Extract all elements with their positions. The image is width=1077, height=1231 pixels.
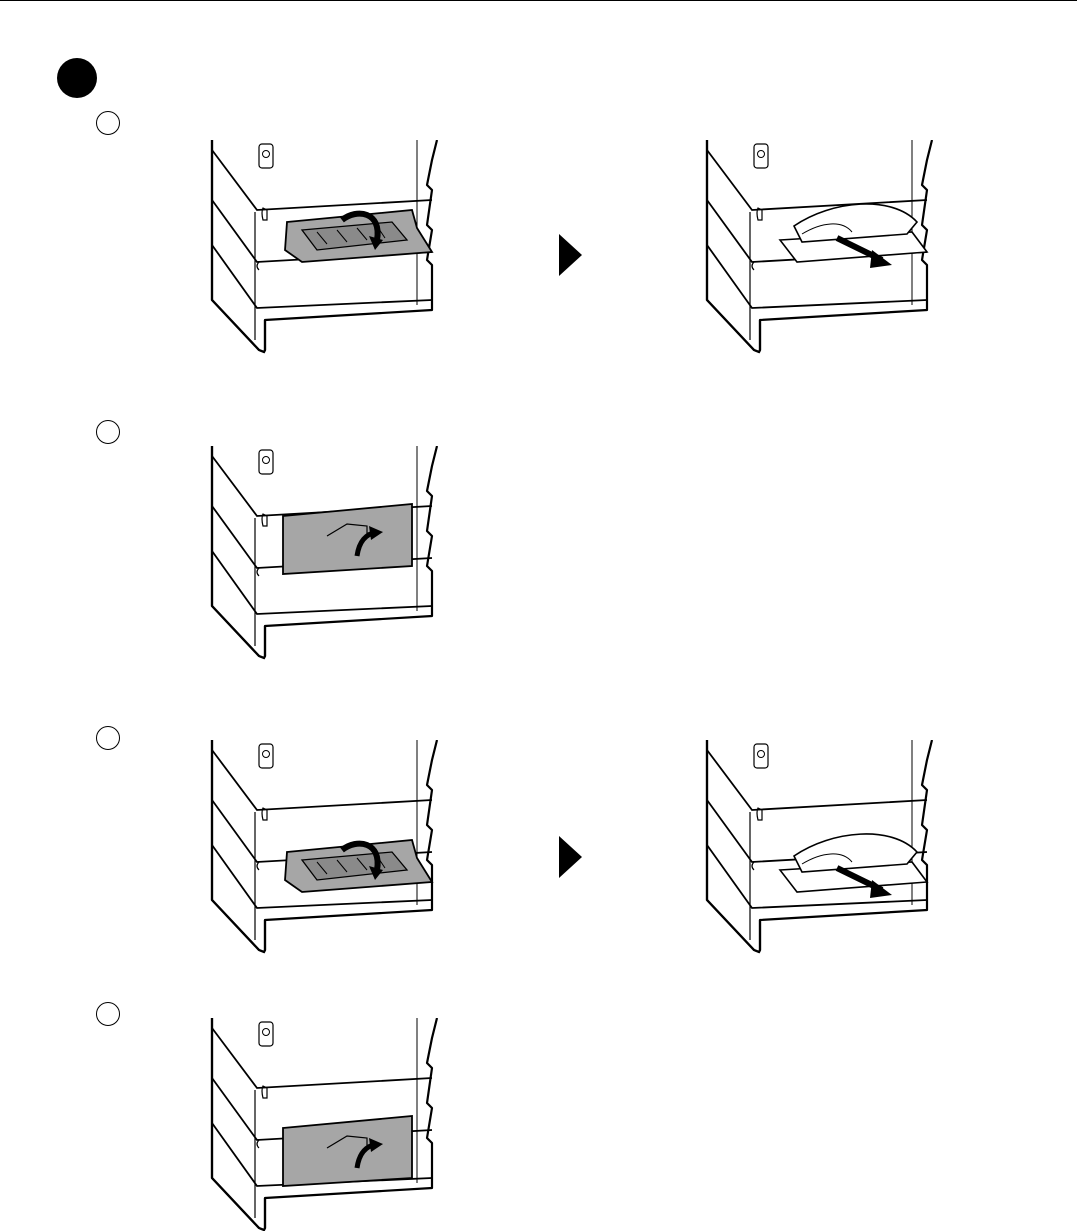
open-optional-cassette-cover-drawing bbox=[207, 740, 447, 955]
open-lower-rear-cover-drawing bbox=[207, 140, 447, 355]
step-4-marker bbox=[96, 1002, 120, 1026]
step-3-marker bbox=[96, 726, 120, 750]
remove-jammed-paper-drawing bbox=[702, 140, 942, 355]
page-top-rule bbox=[0, 0, 1077, 1]
step-1-marker bbox=[96, 111, 120, 135]
close-optional-cassette-cover-drawing bbox=[207, 1018, 447, 1231]
section-number-badge bbox=[57, 58, 97, 98]
close-rear-cover-drawing bbox=[207, 446, 447, 661]
next-arrow-icon bbox=[559, 234, 582, 276]
remove-jammed-paper-drawing bbox=[702, 740, 942, 955]
step-2-marker bbox=[96, 420, 120, 444]
next-arrow-icon bbox=[559, 836, 582, 878]
